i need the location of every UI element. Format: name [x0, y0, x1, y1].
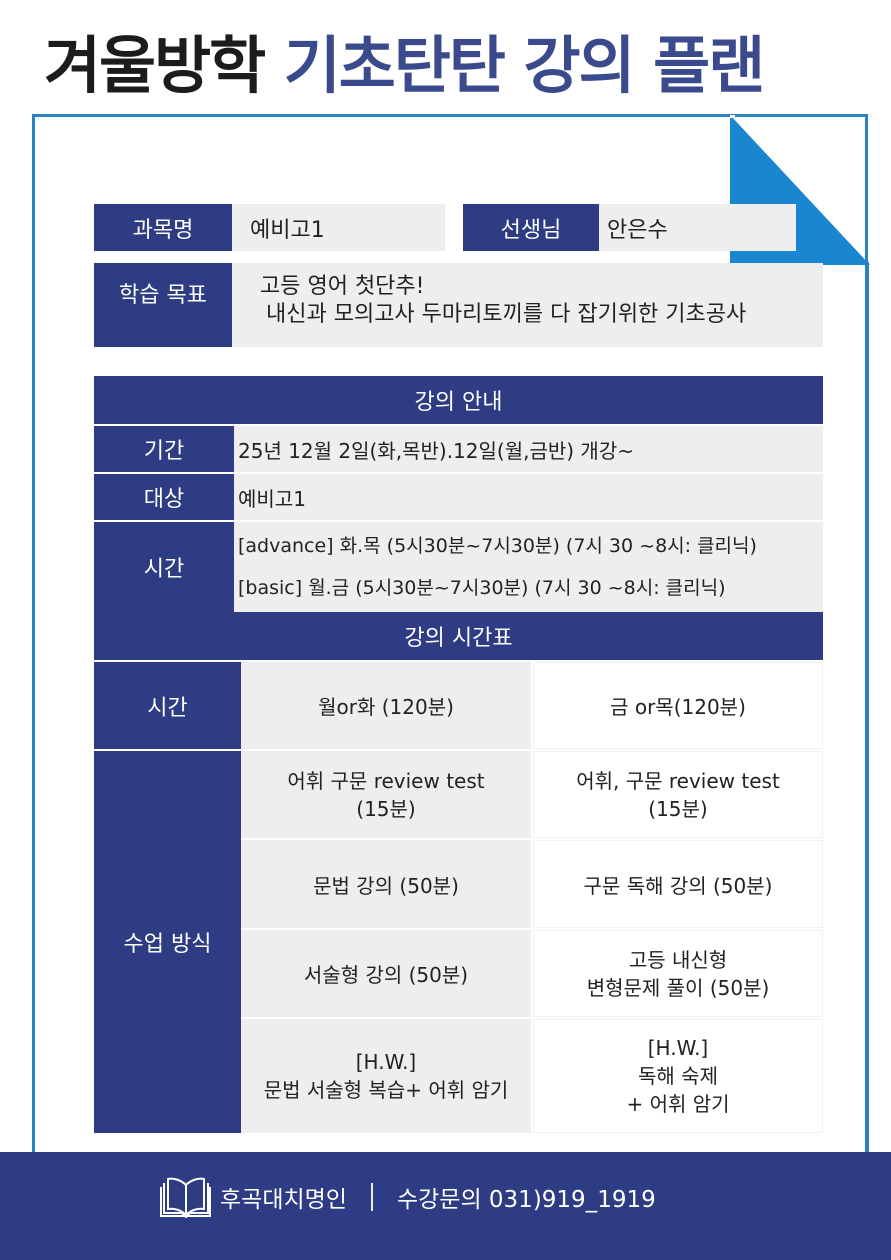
goal-line-2: 내신과 모의고사 두마리토끼를 다 잡기위한 기초공사 [266, 302, 747, 327]
period-label: 기간 [94, 426, 234, 472]
table-row-4-col1: [H.W.] 문법 서술형 복습+ 어휘 암기 [241, 1019, 531, 1133]
table-row-1-col1: 어휘 구문 review test (15분) [241, 751, 531, 838]
timetable-time-label: 시간 [94, 662, 241, 749]
subject-label: 과목명 [94, 204, 232, 251]
page-title: 겨울방학 기초탄탄 강의 플랜 [44, 26, 765, 106]
table-row-3-col2: 고등 내신형 변형문제 풀이 (50분) [533, 930, 823, 1017]
footer-divider [370, 1183, 373, 1211]
frame-right-edge [866, 262, 869, 1162]
table-row-4-col2: [H.W.] 독해 숙제 + 어휘 암기 [533, 1019, 823, 1133]
advance-schedule: [advance] 화.목 (5시30분~7시30분) (7시 30 ~8시: … [238, 535, 757, 557]
timetable-header: 강의 시간표 [94, 612, 823, 660]
subject-value: 예비고1 [232, 204, 445, 251]
academy-name: 후곡대치명인 [220, 1187, 347, 1213]
period-value: 25년 12월 2일(화,목반).12일(월,금반) 개강~ [234, 426, 823, 472]
time-value: [advance] 화.목 (5시30분~7시30분) (7시 30 ~8시: … [234, 522, 823, 612]
table-row-2-col1: 문법 강의 (50분) [241, 840, 531, 928]
footer: 후곡대치명인 수강문의 031)919_1919 [0, 1152, 891, 1260]
target-label: 대상 [94, 474, 234, 520]
table-row-3-col1: 서술형 강의 (50분) [241, 930, 531, 1017]
table-row-2-col2: 구문 독해 강의 (50분) [533, 840, 823, 928]
course-info-header: 강의 안내 [94, 376, 823, 424]
teacher-label: 선생님 [463, 204, 599, 251]
goal-line-1: 고등 영어 첫단추! [260, 274, 425, 299]
col1-header: 월or화 (120분) [241, 662, 531, 749]
title-part-1: 겨울방학 [44, 29, 266, 102]
contact-phone: 수강문의 031)919_1919 [396, 1187, 656, 1213]
col2-header: 금 or목(120분) [533, 662, 823, 749]
target-value: 예비고1 [234, 474, 823, 520]
time-label: 시간 [94, 522, 234, 612]
title-part-2: 기초탄탄 강의 플랜 [283, 29, 765, 102]
method-label: 수업 방식 [94, 751, 241, 1133]
goal-label: 학습 목표 [94, 263, 232, 347]
goal-value: 고등 영어 첫단추! 내신과 모의고사 두마리토끼를 다 잡기위한 기초공사 [232, 263, 823, 347]
table-row-1-col2: 어휘, 구문 review test (15분) [533, 751, 823, 838]
teacher-value: 안은수 [599, 204, 796, 251]
basic-schedule: [basic] 월.금 (5시30분~7시30분) (7시 30 ~8시: 클리… [238, 577, 726, 599]
open-book-icon [160, 1177, 211, 1219]
